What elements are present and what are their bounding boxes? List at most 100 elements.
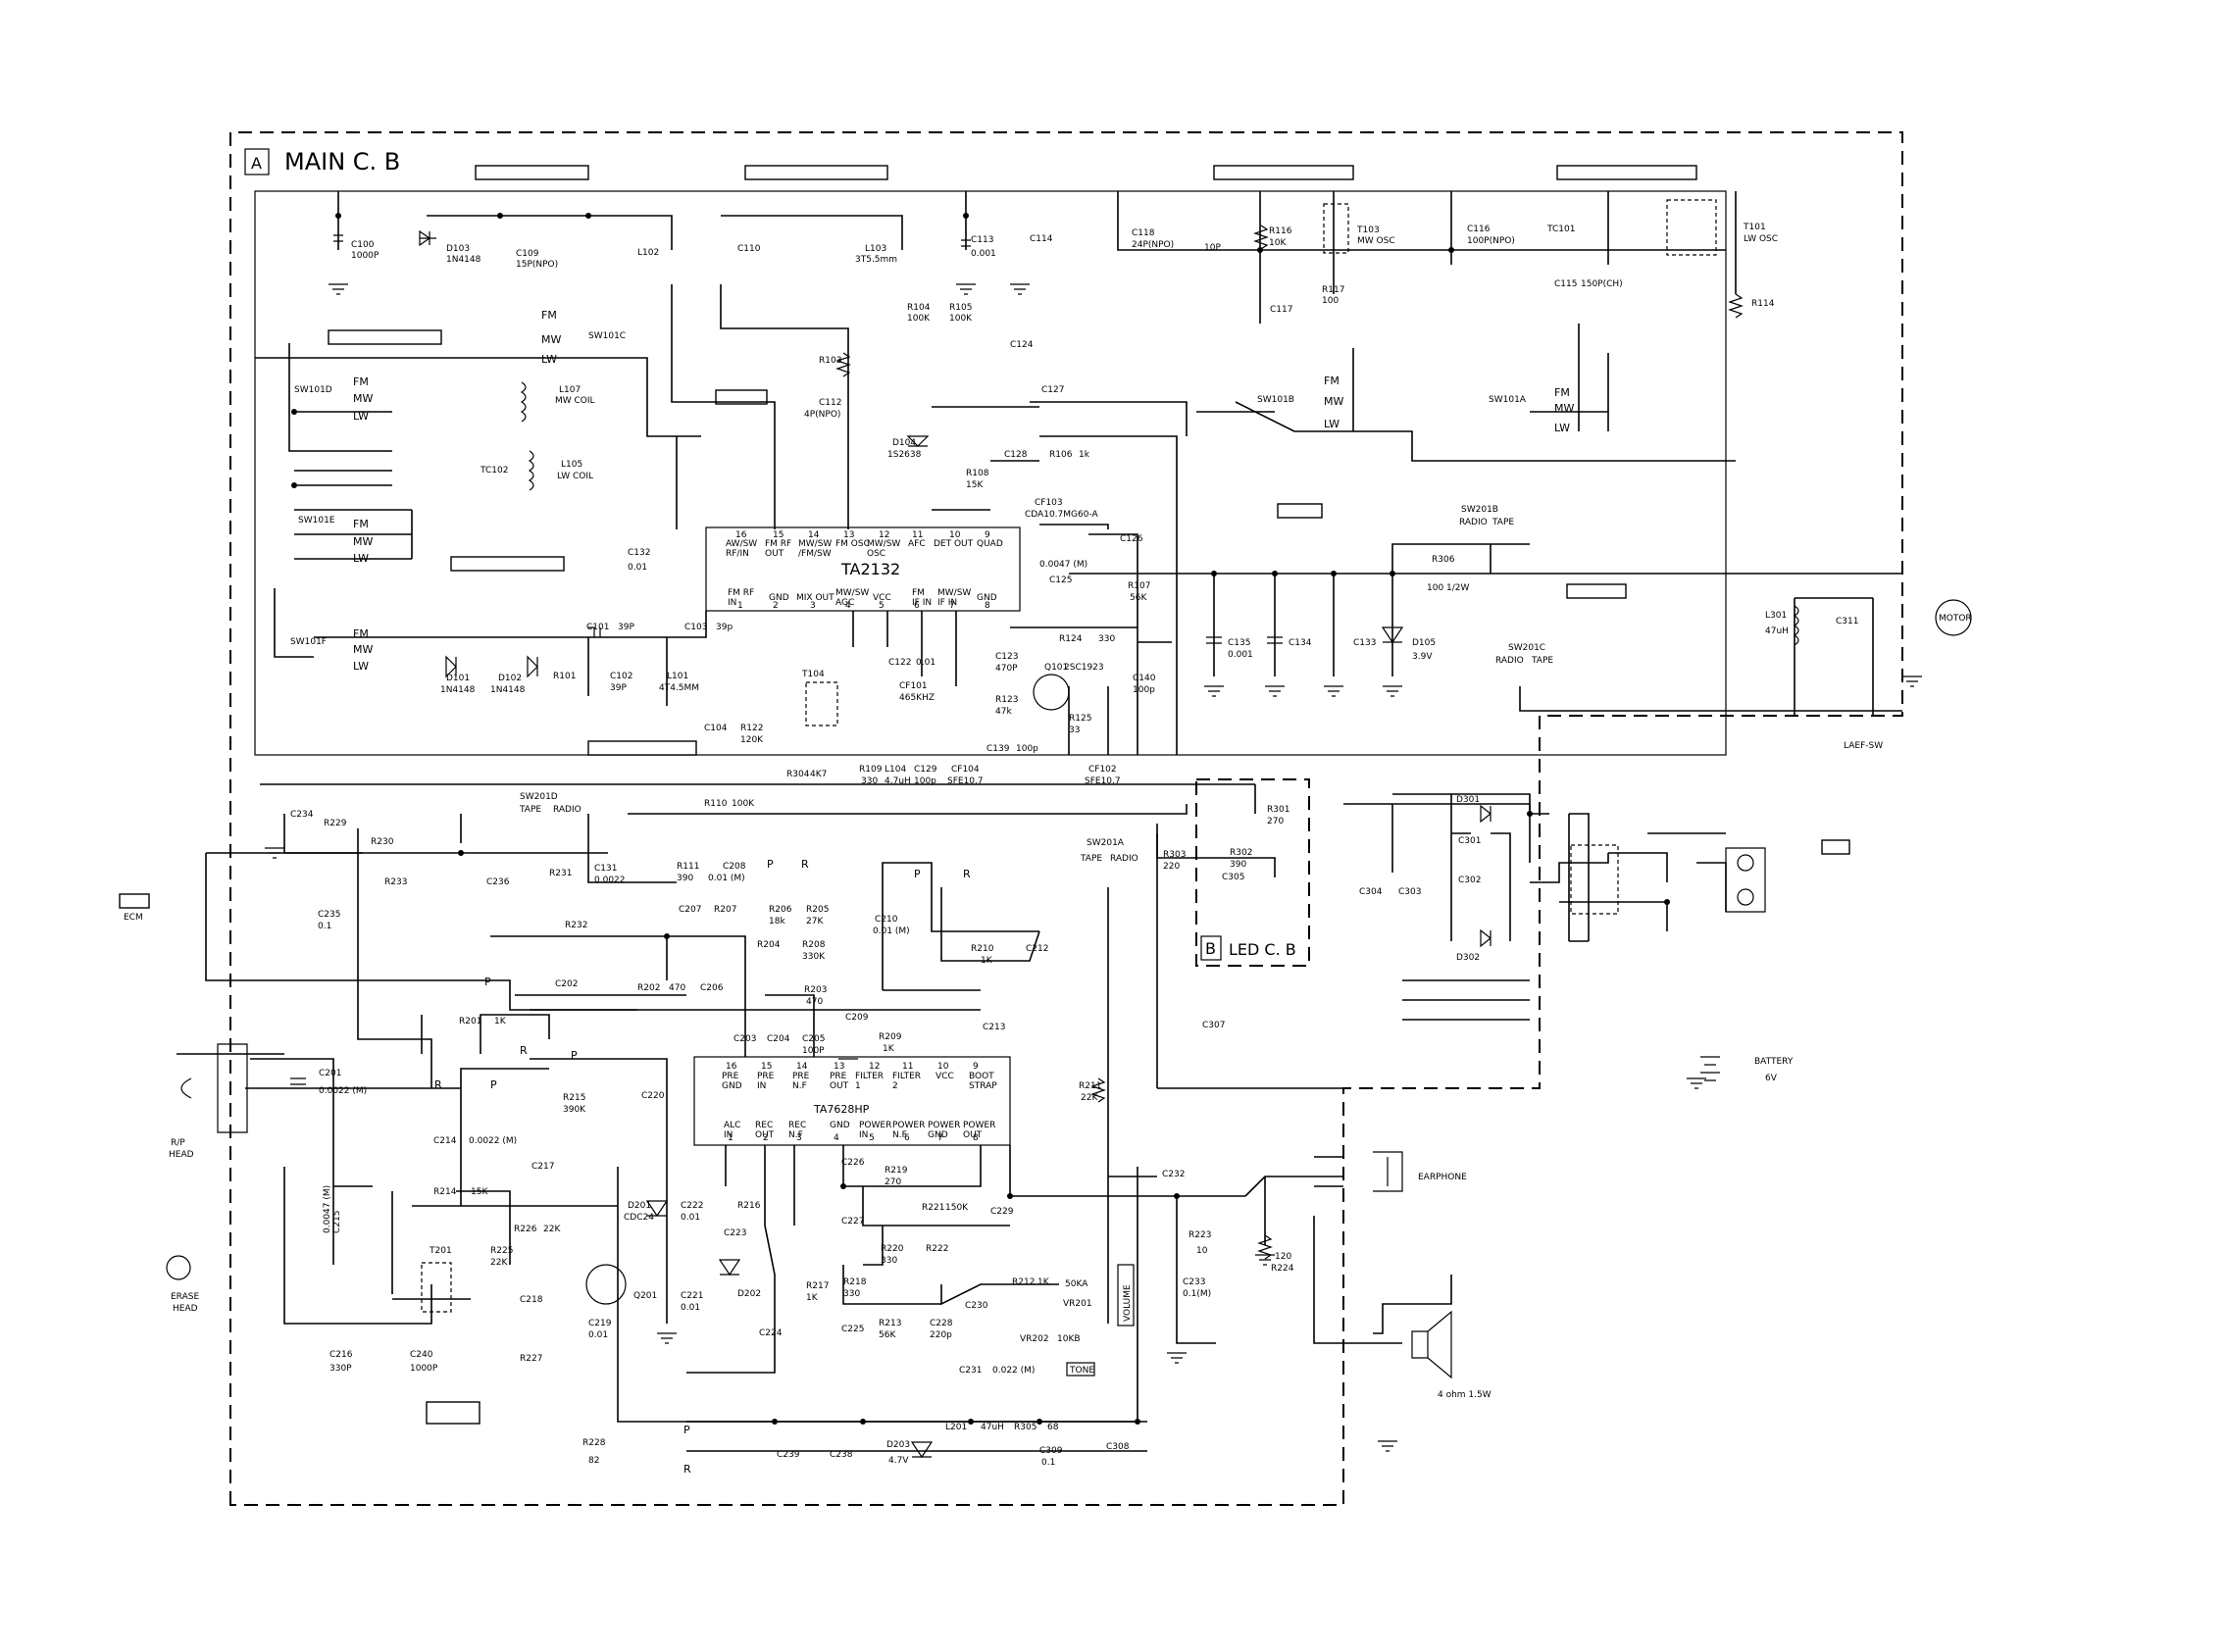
svg-text:4P(NPO): 4P(NPO) <box>804 410 840 420</box>
svg-text:R216: R216 <box>737 1201 761 1211</box>
svg-text:465KHZ: 465KHZ <box>899 693 935 703</box>
svg-text:16: 16 <box>735 530 747 540</box>
svg-text:VR202: VR202 <box>1020 1334 1049 1344</box>
svg-text:56K: 56K <box>879 1330 896 1340</box>
svg-text:CF101: CF101 <box>899 681 928 691</box>
svg-text:MW/SW/FM/SW: MW/SW/FM/SW <box>798 539 832 559</box>
svg-text:0.0047 (M): 0.0047 (M) <box>1039 560 1087 570</box>
svg-text:RADIO: RADIO <box>1110 854 1138 864</box>
svg-text:10: 10 <box>949 530 961 540</box>
svg-text:TONE: TONE <box>1069 1366 1094 1376</box>
erase-head-symbol <box>166 1255 191 1280</box>
svg-text:0.0022 (M): 0.0022 (M) <box>469 1136 517 1146</box>
svg-text:C100: C100 <box>351 240 375 250</box>
svg-text:0.0022 (M): 0.0022 (M) <box>319 1086 367 1096</box>
svg-text:1N4148: 1N4148 <box>440 685 476 695</box>
svg-text:100P(NPO): 100P(NPO) <box>1467 236 1515 246</box>
svg-text:C206: C206 <box>700 983 724 993</box>
svg-text:MW COIL: MW COIL <box>555 396 595 406</box>
svg-text:2: 2 <box>773 601 779 611</box>
svg-text:C139: C139 <box>986 744 1010 754</box>
svg-text:R108: R108 <box>966 469 989 478</box>
svg-text:L105: L105 <box>561 460 582 470</box>
svg-text:4.7uH: 4.7uH <box>885 776 911 786</box>
main-board-title: MAIN C. B <box>284 148 400 175</box>
svg-text:TAPE: TAPE <box>1492 518 1514 527</box>
svg-text:C104: C104 <box>704 724 728 733</box>
svg-text:0.01 (M): 0.01 (M) <box>873 926 910 936</box>
svg-text:D102: D102 <box>498 674 522 683</box>
svg-text:RADIO: RADIO <box>1495 656 1524 666</box>
svg-text:RADIO: RADIO <box>1459 518 1488 527</box>
svg-text:FM OSC: FM OSC <box>835 539 870 549</box>
svg-text:R304: R304 <box>786 770 810 779</box>
svg-text:R103: R103 <box>819 356 841 366</box>
svg-text:SW101C: SW101C <box>588 331 626 341</box>
led-board-tag: B <box>1205 939 1216 958</box>
svg-text:33: 33 <box>1069 726 1080 735</box>
svg-text:D103: D103 <box>446 244 470 254</box>
svg-text:Q201: Q201 <box>633 1291 657 1301</box>
svg-text:C216: C216 <box>329 1350 353 1360</box>
svg-text:SW201D: SW201D <box>520 792 558 802</box>
svg-text:HEAD: HEAD <box>169 1150 194 1160</box>
svg-text:10: 10 <box>1196 1246 1208 1256</box>
svg-text:R303: R303 <box>1163 850 1186 860</box>
led-board-title: LED C. B <box>1229 940 1296 959</box>
svg-text:VCC: VCC <box>936 1072 954 1081</box>
svg-text:100p: 100p <box>1133 685 1155 695</box>
svg-text:TAPE: TAPE <box>519 805 541 815</box>
svg-text:0.1: 0.1 <box>318 922 331 931</box>
svg-text:4: 4 <box>845 601 851 611</box>
svg-text:1N4148: 1N4148 <box>446 255 481 265</box>
svg-text:39p: 39p <box>716 623 733 632</box>
svg-text:15: 15 <box>773 530 784 540</box>
svg-text:50KA: 50KA <box>1065 1279 1088 1289</box>
svg-text:C227: C227 <box>841 1217 864 1226</box>
svg-text:SW201C: SW201C <box>1508 643 1545 653</box>
svg-text:150P(CH): 150P(CH) <box>1581 279 1623 289</box>
svg-text:100 1/2W: 100 1/2W <box>1427 583 1470 593</box>
svg-text:R204: R204 <box>757 940 781 950</box>
svg-text:C235: C235 <box>318 910 340 920</box>
svg-text:R101: R101 <box>553 672 576 681</box>
ic-ta2132 <box>705 526 1021 612</box>
svg-text:14: 14 <box>808 530 820 540</box>
svg-text:FM: FM <box>353 518 369 530</box>
svg-text:SW101A: SW101A <box>1489 395 1527 405</box>
svg-text:82: 82 <box>588 1456 599 1466</box>
svg-text:FM: FM <box>1324 375 1340 387</box>
svg-text:C239: C239 <box>777 1450 800 1460</box>
svg-text:R211: R211 <box>1079 1081 1101 1091</box>
svg-text:R229: R229 <box>324 819 347 828</box>
svg-text:TAPE: TAPE <box>1531 656 1553 666</box>
svg-text:0.01: 0.01 <box>916 658 936 668</box>
svg-text:L201: L201 <box>945 1423 967 1432</box>
svg-text:LW: LW <box>1554 422 1570 434</box>
svg-text:R123: R123 <box>995 695 1018 705</box>
svg-text:L101: L101 <box>667 672 688 681</box>
svg-text:0.0047 (M): 0.0047 (M) <box>323 1185 332 1233</box>
svg-text:3T5.5mm: 3T5.5mm <box>855 255 897 265</box>
svg-text:FM: FM <box>541 309 557 322</box>
svg-text:C125: C125 <box>1049 576 1072 585</box>
svg-text:390: 390 <box>677 874 693 883</box>
svg-text:39P: 39P <box>618 623 634 632</box>
svg-text:9: 9 <box>973 1062 979 1072</box>
svg-text:1000P: 1000P <box>351 251 379 261</box>
svg-text:D201: D201 <box>628 1201 651 1211</box>
main-board-tag: A <box>251 154 262 173</box>
svg-text:LW: LW <box>541 353 557 366</box>
svg-text:R205: R205 <box>806 905 829 915</box>
svg-text:0.01: 0.01 <box>628 563 647 573</box>
svg-text:C201: C201 <box>319 1069 341 1078</box>
svg-text:ECM: ECM <box>124 913 143 923</box>
